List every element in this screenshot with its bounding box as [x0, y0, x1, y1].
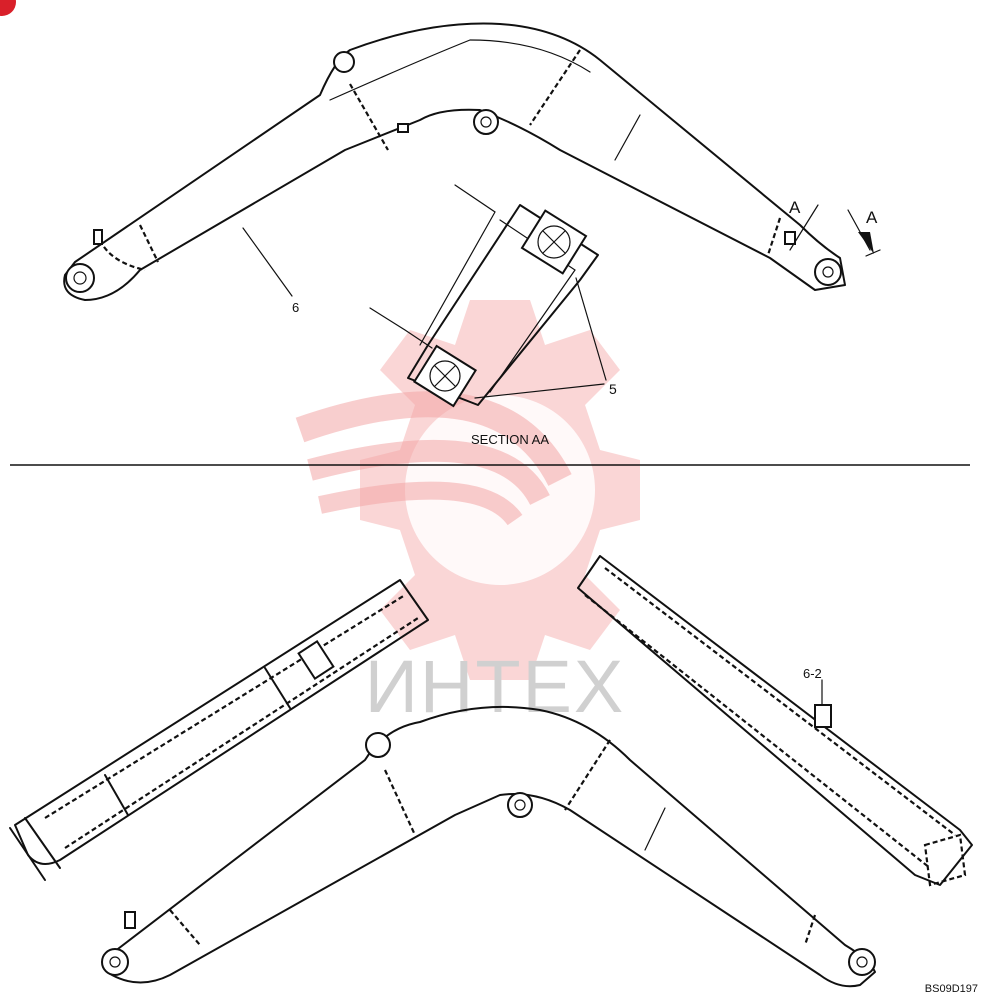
- boom-center-boss: [473, 109, 499, 135]
- boom-side-view: 6 A A: [63, 22, 881, 315]
- leader-6: [242, 227, 293, 297]
- leader-5a: [575, 277, 607, 381]
- boom-bottom-foot-pin: [101, 948, 129, 976]
- section-title: SECTION AA: [471, 432, 549, 447]
- boom-tip-pin: [814, 258, 842, 286]
- boom-top-plate: [329, 39, 591, 101]
- drawing-code: BS09D197: [925, 983, 978, 995]
- weld-band-4: [98, 239, 146, 272]
- weld-band-2: [529, 49, 581, 126]
- boom-bottom-weld-1: [384, 769, 416, 836]
- corner-badge: [0, 0, 16, 16]
- arm-right-segment: 6-2: [577, 555, 973, 887]
- label-part-6-2: 6-2: [803, 666, 822, 681]
- boom-bottom-top-boss: [365, 732, 391, 758]
- watermark-logo: ИНТЕХ: [295, 300, 640, 728]
- bracket-6-2: [814, 704, 832, 728]
- label-part-5: 5: [609, 381, 617, 397]
- boom-bottom-outline: [104, 705, 876, 988]
- arm-left-joint: [264, 667, 291, 709]
- section-line: [614, 114, 641, 161]
- watermark-text: ИНТЕХ: [365, 645, 626, 728]
- weld-band-1: [349, 83, 389, 151]
- arm-right-outline: [577, 555, 973, 886]
- section-marker-a2: A: [866, 208, 878, 227]
- boom-outline: [63, 22, 846, 301]
- label-part-6: 6: [292, 300, 299, 315]
- arm-left-segment: [9, 579, 429, 881]
- arm-left-weld-top: [44, 594, 406, 819]
- section-aa-view: 5 SECTION AA: [369, 184, 617, 447]
- boom-bottom-center-boss: [507, 792, 533, 818]
- weld-band-3: [139, 224, 159, 263]
- section-marker-a1: A: [789, 198, 801, 217]
- boom-foot-pin: [65, 263, 95, 293]
- bracket-1: [93, 229, 103, 245]
- leader-5b: [474, 383, 605, 399]
- boom-bottom-tip-pin: [848, 948, 876, 976]
- boom-top-boss: [333, 51, 355, 73]
- arm-right-weld-bottom: [584, 594, 931, 869]
- boom-bottom-view: [101, 705, 876, 988]
- weld-band-5: [766, 217, 782, 256]
